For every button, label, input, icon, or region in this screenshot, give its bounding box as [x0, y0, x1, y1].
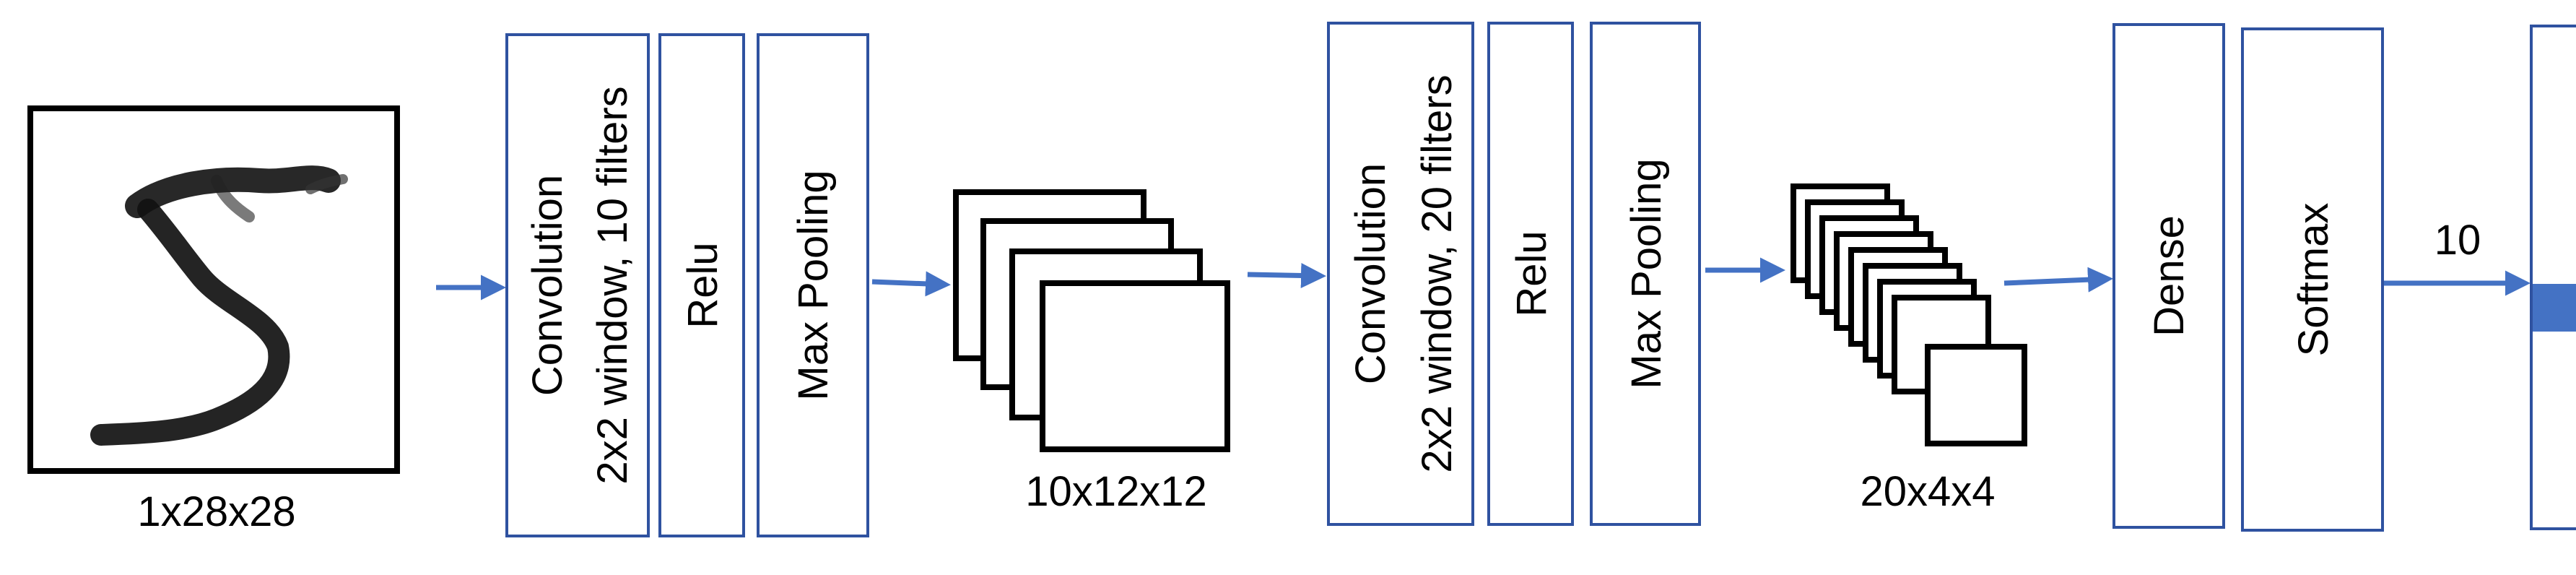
- pool2-label: Max Pooling: [1623, 158, 1670, 389]
- handwritten-digit-5-icon: [90, 165, 348, 446]
- output-active-cell: [2533, 284, 2576, 332]
- relu1-label: Relu: [679, 242, 726, 328]
- dense-label: Dense: [2146, 215, 2193, 337]
- relu2-box: [1487, 22, 1574, 526]
- output-vector-box: [2530, 25, 2576, 530]
- conv1-params: 2x2 window, 10 filters: [589, 86, 636, 484]
- conv1-box: [505, 33, 650, 537]
- softmax-box: [2241, 27, 2384, 532]
- conv-block-2: Convolution 2x2 window, 20 filters Relu …: [1327, 22, 1701, 526]
- conv2-params: 2x2 window, 20 filters: [1414, 74, 1461, 472]
- pool1-label: Max Pooling: [790, 170, 837, 400]
- arrow-pool1-to-features1: [871, 271, 951, 297]
- conv2-box: [1327, 22, 1474, 526]
- softmax-label: Softmax: [2290, 203, 2337, 357]
- input-shape-label: 1x28x28: [137, 488, 295, 535]
- feature-map: [1925, 344, 2027, 446]
- arrow-features1-to-conv2: [1247, 262, 1326, 288]
- relu2-label: Relu: [1508, 230, 1555, 316]
- output-size-label: 10: [2434, 217, 2481, 264]
- pool1-box: [757, 33, 869, 537]
- conv2-title: Convolution: [1347, 163, 1394, 384]
- classifier-head: Dense Softmax: [2112, 23, 2384, 532]
- features2-shape-label: 20x4x4: [1860, 468, 1995, 515]
- relu1-box: [658, 33, 745, 537]
- input-image: 1x28x28: [27, 105, 400, 535]
- feature-map-stack-2: [1790, 183, 2027, 446]
- conv1-title: Convolution: [524, 175, 571, 396]
- output-vector: [2530, 25, 2576, 530]
- pool2-box: [1590, 22, 1701, 526]
- dense-box: [2112, 23, 2225, 529]
- arrow-features2-to-dense: [2003, 267, 2113, 293]
- conv-block-1: Convolution 2x2 window, 10 filters Relu …: [505, 33, 869, 537]
- features1-shape-label: 10x12x12: [1025, 468, 1207, 515]
- feature-map-stack-1: [953, 189, 1230, 452]
- feature-map: [1040, 280, 1230, 452]
